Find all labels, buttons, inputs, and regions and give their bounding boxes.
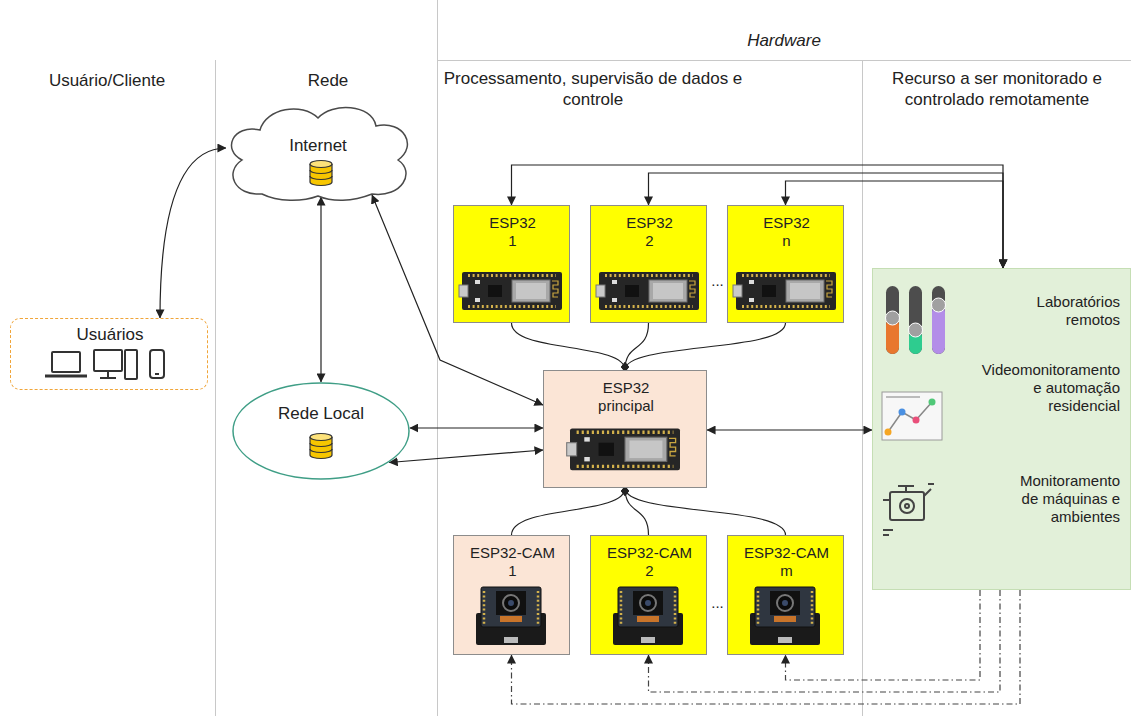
connector xyxy=(512,323,626,370)
connector xyxy=(707,429,872,430)
ellipsis-mark: ... xyxy=(706,272,729,291)
node-label: ESP32-CAM 2 xyxy=(601,544,698,580)
column-divider xyxy=(438,60,1131,61)
column-heading: Usuário/Cliente xyxy=(7,70,207,91)
connector xyxy=(389,450,543,463)
connector xyxy=(320,197,321,382)
camera-board-box: ESP32-CAM 1 xyxy=(453,535,570,655)
ellipsis-mark: ... xyxy=(706,594,729,613)
node-label: ESP32 n xyxy=(757,214,816,250)
board-box: ESP32 1 xyxy=(453,205,570,323)
main-board-box: ESP32 principal xyxy=(543,370,707,488)
section-heading: Hardware xyxy=(634,30,934,51)
node-label: ESP32-CAM m xyxy=(736,544,837,580)
node-label: ESP32 principal xyxy=(573,379,679,415)
connector xyxy=(625,488,786,535)
board-box: ESP32 2 xyxy=(590,205,707,323)
camera-board-box: ESP32-CAM 2 xyxy=(590,535,707,655)
user-group-box: Usuários xyxy=(10,318,208,390)
column-heading: Rede xyxy=(253,70,403,91)
node-label: ESP32-CAM 1 xyxy=(464,544,561,580)
node-label: Usuários xyxy=(76,325,143,345)
node-label: Monitoramento de máquinas e ambientes xyxy=(1002,472,1120,526)
connector xyxy=(625,323,649,370)
connector xyxy=(625,488,649,535)
ellipse-outline xyxy=(233,383,409,479)
cloud-outline xyxy=(232,108,408,201)
board-box: ESP32 n xyxy=(727,205,844,323)
node-label: Rede Local xyxy=(278,404,364,424)
connector xyxy=(512,488,626,535)
ellipse-outline xyxy=(232,382,410,480)
node-label: Internet xyxy=(289,136,347,156)
connector xyxy=(410,427,543,428)
column-heading: Processamento, supervisão de dados e con… xyxy=(440,68,746,111)
column-divider xyxy=(862,60,863,716)
node-label: ESP32 2 xyxy=(620,214,679,250)
connector xyxy=(160,148,226,318)
network-ellipse: Rede Local xyxy=(232,382,410,480)
column-heading: Recurso a ser monitorado e controlado re… xyxy=(872,68,1122,111)
column-divider xyxy=(215,60,216,716)
node-label: Videomonitoramento e automação residenci… xyxy=(970,361,1120,415)
resource-panel: Laboratórios remotosVideomonitoramento e… xyxy=(872,268,1131,590)
camera-board-box: ESP32-CAM m xyxy=(727,535,844,655)
column-divider xyxy=(216,0,1131,716)
cloud-node: Internet xyxy=(222,102,414,202)
node-label: ESP32 1 xyxy=(483,214,542,250)
node-label: Laboratórios remotos xyxy=(990,293,1120,329)
connector xyxy=(625,323,786,370)
column-divider xyxy=(437,0,438,716)
